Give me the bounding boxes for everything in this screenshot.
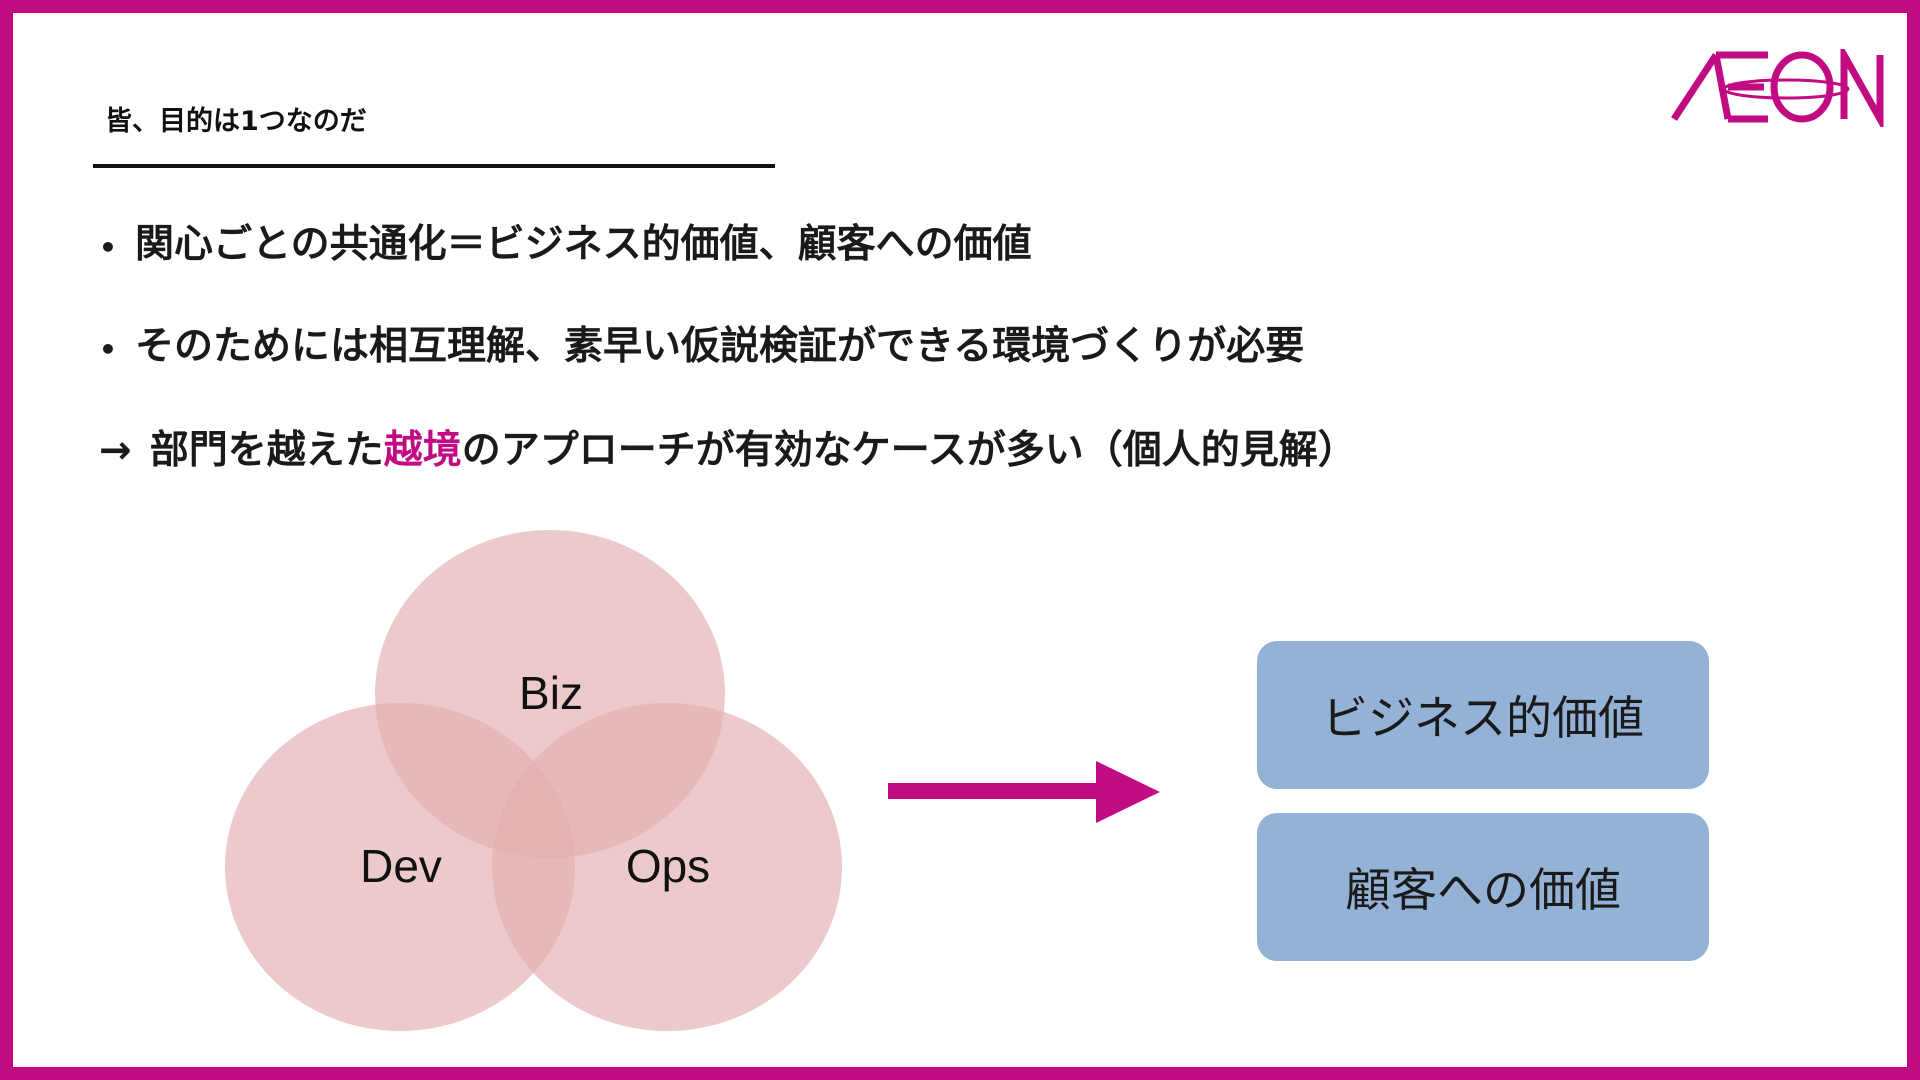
slide-title: 皆、目的は1つなのだ: [105, 106, 367, 137]
bullet-marker: •: [99, 333, 117, 366]
bullet-item: • 関心ごとの共通化＝ビジネス的価値、顧客への価値: [99, 213, 1032, 269]
aeon-logo: [1671, 49, 1884, 127]
venn-circle-ops: [492, 703, 842, 1031]
flow-arrow-icon: [888, 761, 1160, 823]
right-arrow-icon: →: [99, 428, 132, 473]
conclusion-line: → 部門を越えた越境のアプローチが有効なケースが多い（個人的見解）: [99, 419, 1357, 475]
conclusion-highlight: 越境: [383, 428, 462, 473]
bullet-text: そのためには相互理解、素早い仮説検証ができる環境づくりが必要: [135, 324, 1305, 369]
title-underline: [93, 164, 775, 168]
conclusion-text-after: のアプローチが有効なケースが多い（個人的見解）: [461, 428, 1357, 473]
business-value-box: ビジネス的価値: [1257, 641, 1709, 789]
bullet-item: • そのためには相互理解、素早い仮説検証ができる環境づくりが必要: [99, 315, 1304, 371]
bullet-text: 関心ごとの共通化＝ビジネス的価値、顧客への価値: [135, 222, 1032, 267]
conclusion-text-before: 部門を越えた: [149, 428, 384, 473]
venn-label-dev: Dev: [360, 840, 442, 892]
venn-label-biz: Biz: [519, 667, 583, 719]
bullet-marker: •: [99, 231, 117, 264]
venn-label-ops: Ops: [625, 840, 711, 892]
customer-value-box: 顧客への価値: [1257, 813, 1709, 961]
